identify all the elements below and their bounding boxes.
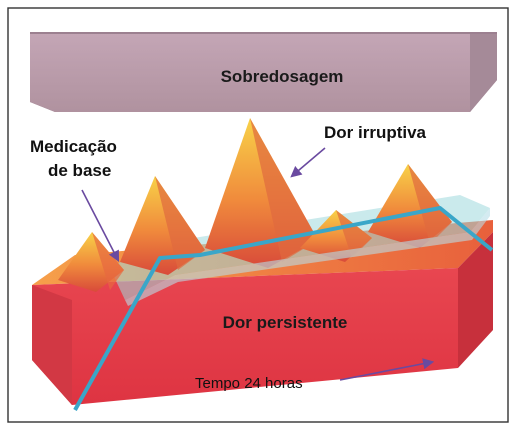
time-axis-label: Tempo 24 horas [195,375,303,392]
medication-line [73,206,494,411]
baseline-medication-label-line1: Medicação [30,137,117,156]
overdose-label: Sobredosagem [221,67,344,86]
breakthrough-arrow [290,147,326,178]
persistent-pain-label: Dor persistente [223,313,348,332]
baseline-medication-label-line2: de base [48,161,111,180]
overdose-slab [30,32,497,112]
medication-arrow [81,189,120,262]
time-arrow [339,358,435,381]
breakthrough-pain-label: Dor irruptiva [324,123,427,142]
